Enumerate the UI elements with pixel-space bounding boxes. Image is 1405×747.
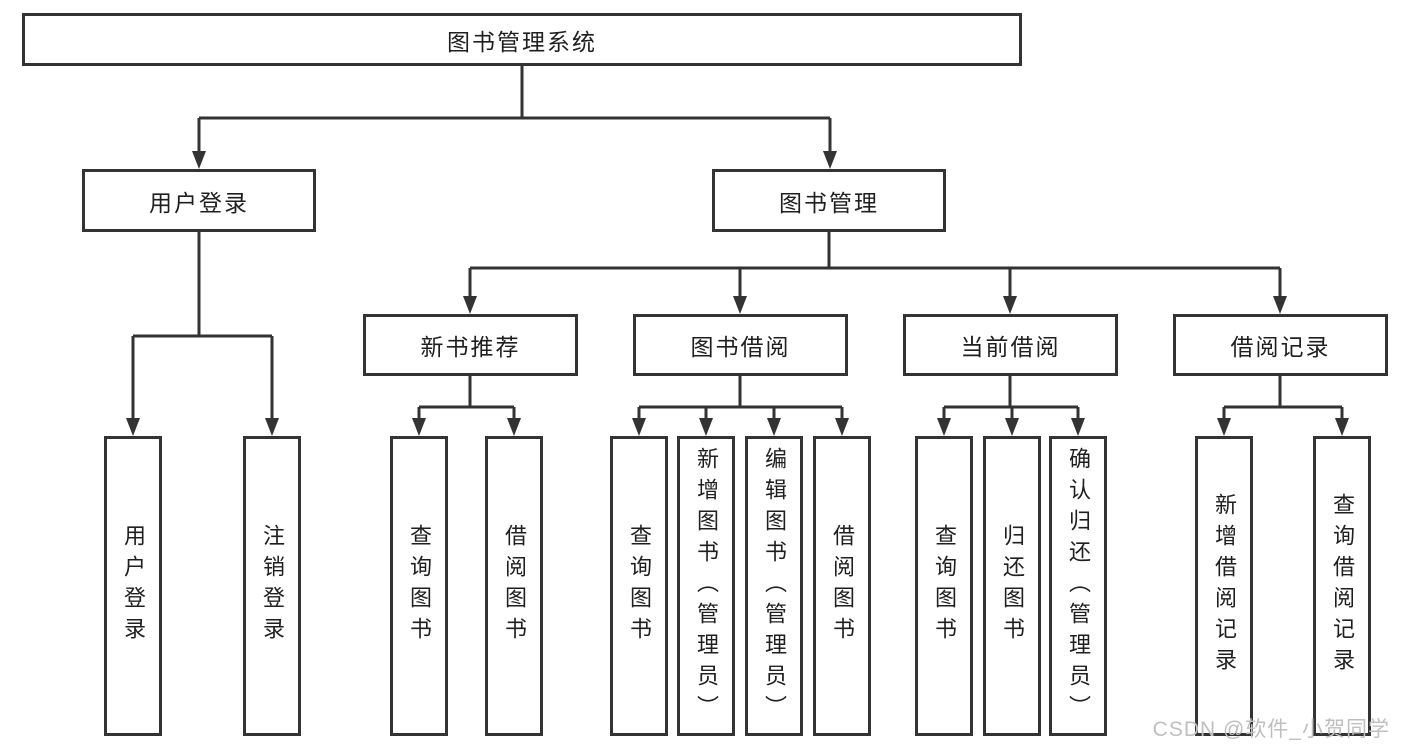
leaf-add-borrow-record: 新增借阅记录 (1195, 436, 1253, 736)
leaf-query-book-current: 查询图书 (915, 436, 973, 736)
node-label: 确认归还（管理员） (1066, 446, 1091, 726)
leaf-query-book-borrow: 查询图书 (610, 436, 668, 736)
node-label: 图书借阅 (690, 334, 791, 360)
csdn-watermark: CSDN @软件_小贺同学 (1152, 718, 1390, 741)
node-label: 编辑图书（管理员） (762, 446, 787, 726)
node-root-library-system: 图书管理系统 (22, 13, 1022, 66)
leaf-query-borrow-record: 查询借阅记录 (1313, 436, 1371, 736)
node-book-management: 图书管理 (712, 169, 946, 232)
leaf-user-login: 用户登录 (104, 436, 162, 736)
leaf-confirm-return-admin: 确认归还（管理员） (1049, 436, 1107, 736)
node-label: 查询借阅记录 (1330, 493, 1355, 679)
leaf-query-book-recommend: 查询图书 (390, 436, 448, 736)
node-label: 图书管理系统 (447, 28, 597, 55)
node-user-login: 用户登录 (82, 169, 316, 232)
node-current-borrow: 当前借阅 (903, 314, 1118, 376)
node-book-borrow: 图书借阅 (633, 314, 848, 376)
leaf-edit-book-admin: 编辑图书（管理员） (745, 436, 803, 736)
leaf-borrow-book-recommend: 借阅图书 (485, 436, 543, 736)
node-new-book-recommend: 新书推荐 (363, 314, 578, 376)
node-label: 用户登录 (149, 189, 249, 216)
node-label: 查询图书 (407, 524, 432, 648)
leaf-add-book-admin: 新增图书（管理员） (677, 436, 735, 736)
leaf-return-book: 归还图书 (983, 436, 1041, 736)
leaf-logout: 注销登录 (243, 436, 301, 736)
node-label: 查询图书 (932, 524, 957, 648)
node-label: 新增借阅记录 (1212, 493, 1237, 679)
leaf-borrow-book: 借阅图书 (813, 436, 871, 736)
node-label: 新增图书（管理员） (694, 446, 719, 726)
node-label: 借阅图书 (502, 524, 527, 648)
node-label: 当前借阅 (960, 334, 1061, 360)
node-label: 用户登录 (121, 524, 146, 648)
arrowhead-group (126, 151, 1349, 436)
node-label: 归还图书 (1000, 524, 1025, 648)
node-label: 图书管理 (779, 189, 879, 216)
node-label: 新书推荐 (420, 334, 521, 360)
node-label: 借阅记录 (1230, 334, 1331, 360)
node-label: 查询图书 (627, 524, 652, 648)
node-label: 借阅图书 (830, 524, 855, 648)
node-label: 注销登录 (260, 524, 285, 648)
node-borrow-records: 借阅记录 (1173, 314, 1388, 376)
